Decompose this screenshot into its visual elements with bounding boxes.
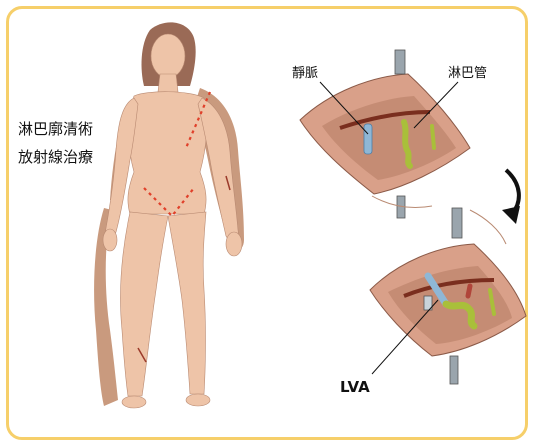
lva-label: LVA bbox=[340, 378, 370, 396]
lymphatic-label: 淋巴管 bbox=[448, 62, 487, 81]
body-silhouette bbox=[103, 22, 242, 408]
process-arrow bbox=[502, 170, 520, 224]
vein-vessel bbox=[364, 124, 372, 154]
left-caption-line2: 放射線治療 bbox=[18, 146, 93, 168]
vein-label: 靜脈 bbox=[292, 62, 318, 81]
incision-bottom bbox=[370, 208, 526, 384]
body-figure bbox=[94, 22, 244, 408]
left-caption-line1: 淋巴廓清術 bbox=[18, 118, 93, 140]
